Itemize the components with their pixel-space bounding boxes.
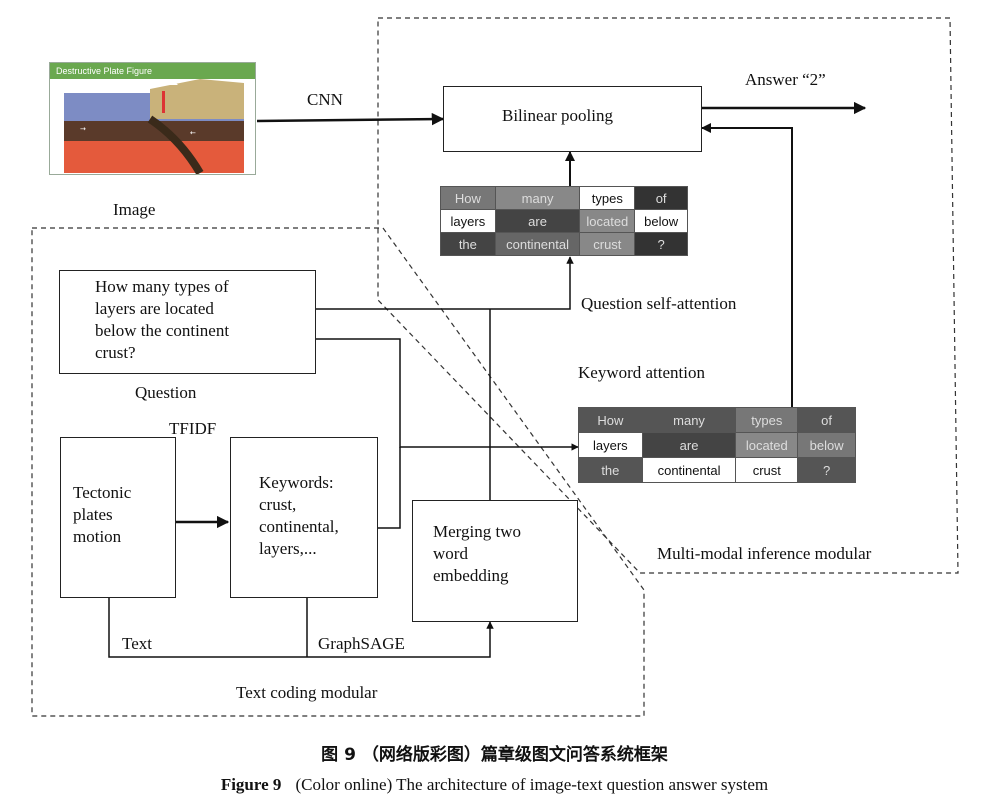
attention-word-cell: layers [578,432,643,458]
attention-word-cell: ? [797,457,856,483]
attention-word-cell: many [494,186,581,210]
attention-word-cell: located [735,432,799,458]
attention-word-cell: of [797,407,856,433]
figure-caption-text: (Color online) The architecture of image… [295,775,769,794]
text-coding-module-label: Text coding modular [236,683,378,702]
attention-word-cell: layers [440,209,496,233]
answer-label: Answer “2” [745,70,826,89]
attention-word-cell: continental [494,232,581,256]
keywords-box: Keywords: crust, continental, layers,... [230,437,378,598]
text-module-outline [31,227,645,717]
figure-caption-number: Figure 9 [220,775,282,794]
attention-word-cell: are [494,209,581,233]
attention-word-cell: types [579,186,636,210]
attention-word-cell: ? [634,232,688,256]
attention-word-cell: located [579,209,636,233]
attention-word-cell: below [634,209,688,233]
cnn-arrow [256,112,445,126]
cnn-label: CNN [307,90,343,109]
plate-image-thumbnail: Destructive Plate Figure [49,62,256,175]
question-text: How many types of layers are located bel… [95,277,230,362]
attention-word-cell: the [440,232,496,256]
plate-image-title: Destructive Plate Figure [50,63,255,79]
figure-caption-chinese: 图 9 （网络版彩图）篇章级图文问答系统框架 [321,745,668,765]
bilinear-pooling-text: Bilinear pooling [502,106,613,125]
keywords-text: Keywords: crust, continental, layers,... [259,473,339,558]
attention-word-cell: are [641,432,737,458]
plate-illustration: → ← [64,75,244,176]
question-self-attention-label: Question self-attention [581,294,737,313]
attention-word-cell: How [578,407,643,433]
attention-word-cell: crust [735,457,799,483]
question-box: How many types of layers are located bel… [59,270,316,374]
image-label: Image [113,200,156,219]
keyword-attention-label: Keyword attention [578,363,705,382]
figure-caption-english: Figure 9 (Color online) The architecture … [0,775,989,795]
svg-text:→: → [80,125,86,133]
attention-word-cell: the [578,457,643,483]
tectonic-box: Tectonic plates motion [60,437,176,598]
text-graphsage-connector [108,598,494,658]
bilinear-pooling-box: Bilinear pooling [443,86,702,152]
question-label: Question [135,383,197,402]
graphsage-label: GraphSAGE [318,634,405,653]
text-label: Text [122,634,152,653]
attention-word-cell: below [797,432,856,458]
attention-word-cell: many [641,407,737,433]
multimodal-module-label: Multi-modal inference modular [657,544,872,563]
tfidf-label: TFIDF [169,419,217,438]
svg-text:←: ← [190,129,196,137]
attention-word-cell: crust [579,232,636,256]
tectonic-text: Tectonic plates motion [73,483,132,546]
keyword-to-bilinear-arrow [701,123,793,407]
attention-word-cell: of [634,186,688,210]
merging-box: Merging two word embedding [412,500,578,622]
attention-word-cell: How [440,186,496,210]
question-to-keyword-arrow [316,338,579,451]
merging-text: Merging two word embedding [433,522,521,585]
question-to-self-attention-arrow [316,256,574,310]
attention-word-cell: types [735,407,799,433]
attention-word-cell: continental [641,457,737,483]
keywords-connector [378,447,401,529]
